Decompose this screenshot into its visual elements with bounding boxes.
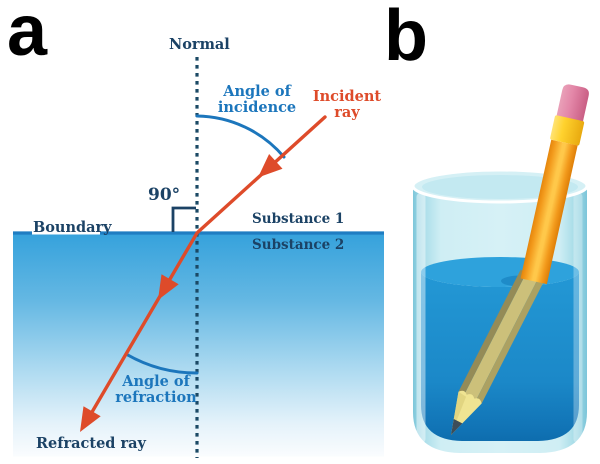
pencil-graphite-tip <box>451 419 463 436</box>
pencil-submerged-stripe-right <box>475 278 544 404</box>
panel-a-label: a <box>7 0 48 71</box>
pencil-body <box>520 139 578 285</box>
right-angle-mark <box>171 206 196 232</box>
pencil-submerged-stripe-left <box>458 269 527 395</box>
angle-of-refraction-label: Angle of refraction <box>115 373 197 407</box>
glass-highlight-left <box>416 193 426 443</box>
substance-1-label: Substance 1 <box>252 211 345 227</box>
refracted-ray-arrowhead-end <box>80 406 101 432</box>
normal-label: Normal <box>169 36 230 53</box>
panel-a-diagram <box>13 57 384 458</box>
incident-ray-arrowhead <box>258 154 283 178</box>
pencil-submerged <box>451 269 544 436</box>
substance-2-label: Substance 2 <box>252 237 345 253</box>
incident-ray-label: Incident ray <box>312 88 382 122</box>
glass-highlight-right <box>573 193 583 443</box>
pencil-eraser <box>556 84 589 123</box>
angle-of-incidence-label: Angle of incidence <box>217 83 297 117</box>
pencil-submerged-stripe-mid <box>464 272 539 401</box>
boundary-label: Boundary <box>33 219 112 236</box>
angle-of-refraction-arc <box>124 352 199 375</box>
panel-b-label: b <box>384 0 428 76</box>
glass-rim-inner <box>422 175 578 199</box>
pencil-above-water <box>520 84 589 285</box>
refracted-ray-label: Refracted ray <box>36 435 146 452</box>
angle-of-incidence-arc <box>195 114 286 159</box>
pencil-ferrule <box>550 115 585 146</box>
panel-b-illustration <box>411 84 589 453</box>
water-surface <box>421 257 579 287</box>
refracted-ray-line <box>83 231 199 426</box>
right-angle-label: 90° <box>148 185 181 205</box>
refracted-ray-arrowhead-mid <box>158 274 179 300</box>
